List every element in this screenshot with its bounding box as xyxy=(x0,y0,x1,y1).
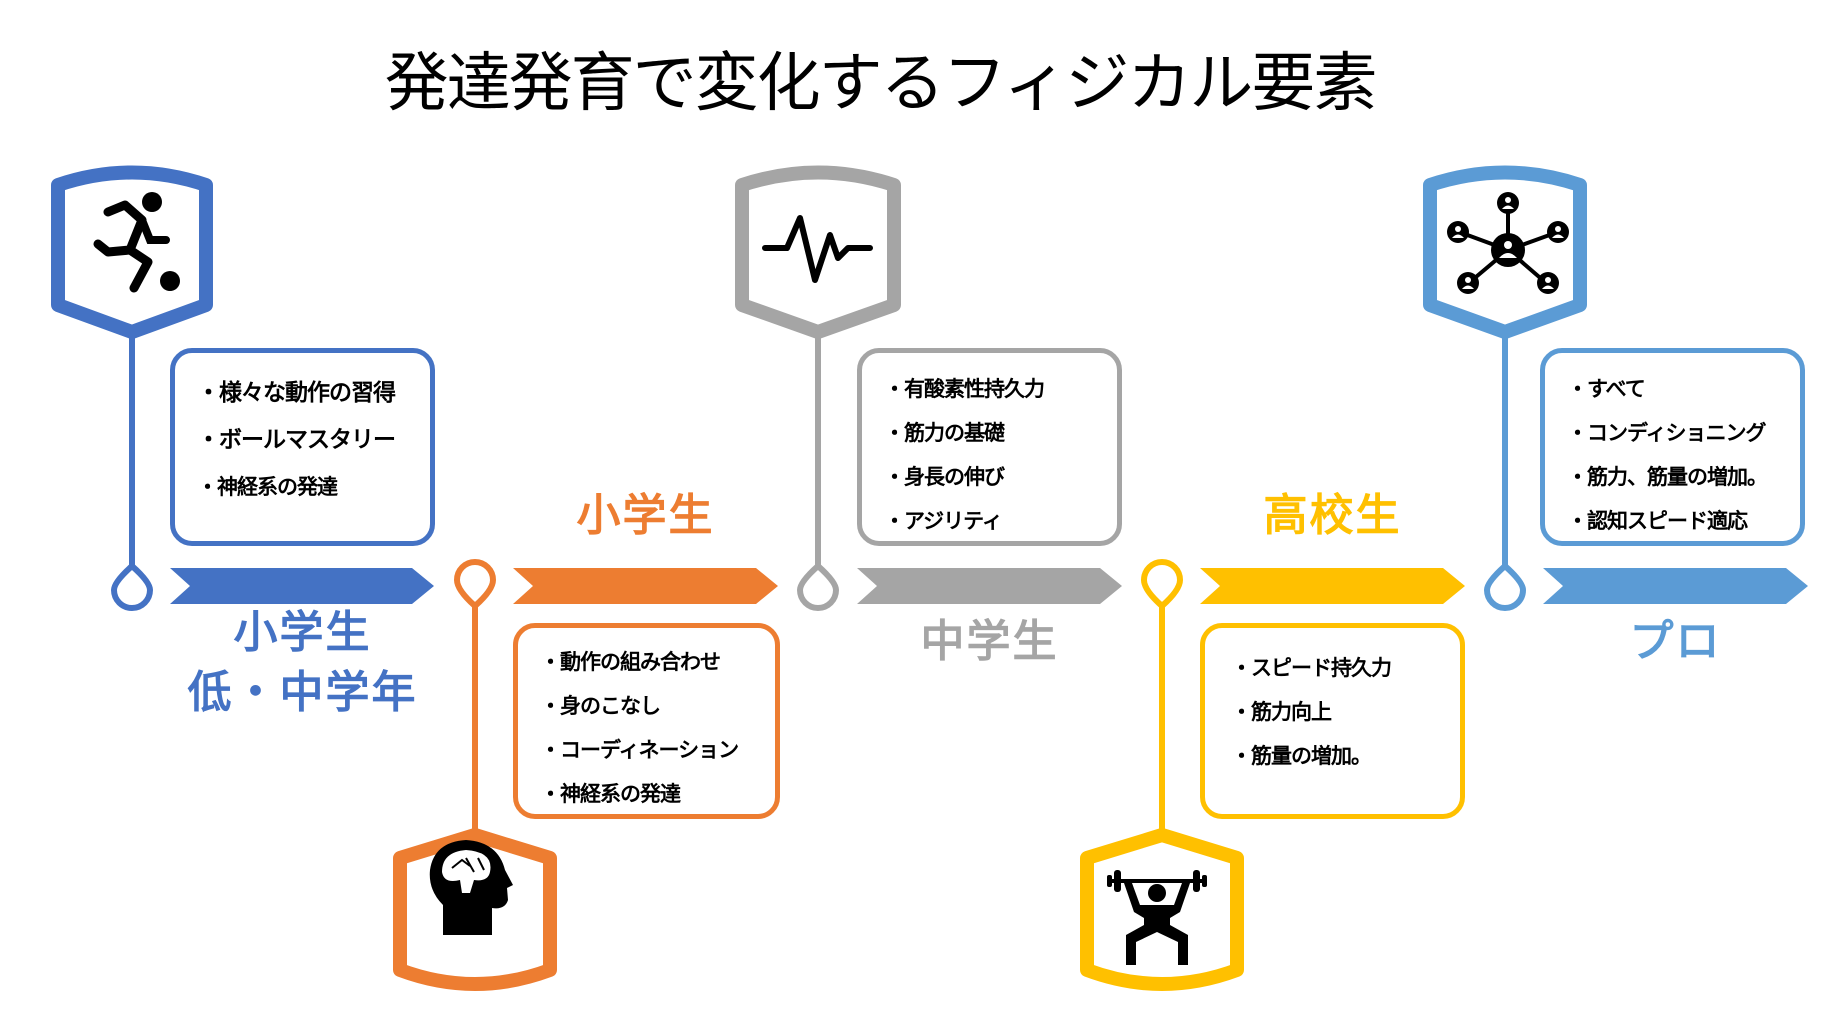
stage-5-label: プロ xyxy=(1629,616,1722,667)
stage-2-item: ・身のこなし xyxy=(540,694,661,718)
stage-3-elements-box: ・有酸素性持久力 ・筋力の基礎 ・身長の伸び ・アジリティ xyxy=(857,348,1122,546)
stage-1-pin xyxy=(110,561,154,611)
stage-3-item: ・筋力の基礎 xyxy=(884,421,1005,445)
network-people-icon xyxy=(1447,192,1569,294)
stage-3-graphic xyxy=(735,165,1122,611)
stage-4-pin xyxy=(1140,559,1184,611)
stage-4-graphic xyxy=(1080,559,1465,991)
stage-5-item: ・すべて xyxy=(1567,377,1646,401)
stage-2-item: ・動作の組み合わせ xyxy=(540,650,721,674)
stage-4-item: ・筋量の増加。 xyxy=(1231,744,1372,768)
stage-5-graphic xyxy=(1423,165,1808,611)
stage-4-label: 高校生 xyxy=(1263,490,1402,541)
stage-5-item: ・認知スピード適応 xyxy=(1567,509,1748,533)
stage-1-arrow xyxy=(170,568,434,604)
stage-2-arrow xyxy=(513,568,778,604)
stage-1-item: ・ボールマスタリー xyxy=(197,427,396,453)
stage-5-item: ・筋力、筋量の増加。 xyxy=(1567,465,1768,489)
stage-5-elements-box: ・すべて ・コンディショニング ・筋力、筋量の増加。 ・認知スピード適応 xyxy=(1540,348,1805,546)
stage-2-label: 小学生 xyxy=(576,490,715,541)
stage-3-label: 中学生 xyxy=(920,616,1059,667)
stage-1-label: 小学生 低・中学年 xyxy=(170,603,435,723)
brain-head-icon xyxy=(429,840,513,935)
stage-5-item: ・コンディショニング xyxy=(1567,421,1767,445)
stage-2-elements-box: ・動作の組み合わせ ・身のこなし ・コーディネーション ・神経系の発達 xyxy=(513,623,780,819)
soccer-player-icon xyxy=(93,192,180,293)
stage-1-item: ・様々な動作の習得 xyxy=(197,380,396,406)
stage-1-label-line2: 低・中学年 xyxy=(187,667,418,718)
stage-1-item: ・神経系の発達 xyxy=(197,475,338,499)
stage-4-arrow xyxy=(1200,568,1465,604)
page-title: 発達発育で変化するフィジカル要素 xyxy=(384,47,1378,121)
stage-1-elements-box: ・様々な動作の習得 ・ボールマスタリー ・神経系の発達 xyxy=(170,348,435,546)
stage-2-item: ・コーディネーション xyxy=(540,738,739,762)
stage-3-pin xyxy=(796,561,840,611)
weightlifter-icon xyxy=(1107,870,1207,965)
stage-2-item: ・神経系の発達 xyxy=(540,782,681,806)
stage-3-item: ・アジリティ xyxy=(884,509,1003,533)
stage-3-item: ・身長の伸び xyxy=(884,465,1005,489)
stage-4-item: ・筋力向上 xyxy=(1231,700,1332,724)
stage-3-item: ・有酸素性持久力 xyxy=(884,377,1045,401)
stage-1-graphic xyxy=(51,165,434,611)
stage-3-shield xyxy=(735,165,901,339)
stage-3-arrow xyxy=(857,568,1122,604)
stage-2-pin xyxy=(453,559,497,611)
heartbeat-pulse-icon xyxy=(762,215,873,283)
stage-5-arrow xyxy=(1543,568,1808,604)
stage-2-graphic xyxy=(393,559,778,991)
stage-5-pin xyxy=(1483,561,1527,611)
stage-4-item: ・スピード持久力 xyxy=(1231,656,1392,680)
stage-4-elements-box: ・スピード持久力 ・筋力向上 ・筋量の増加。 xyxy=(1200,623,1465,819)
stage-1-label-line1: 小学生 xyxy=(233,607,372,658)
